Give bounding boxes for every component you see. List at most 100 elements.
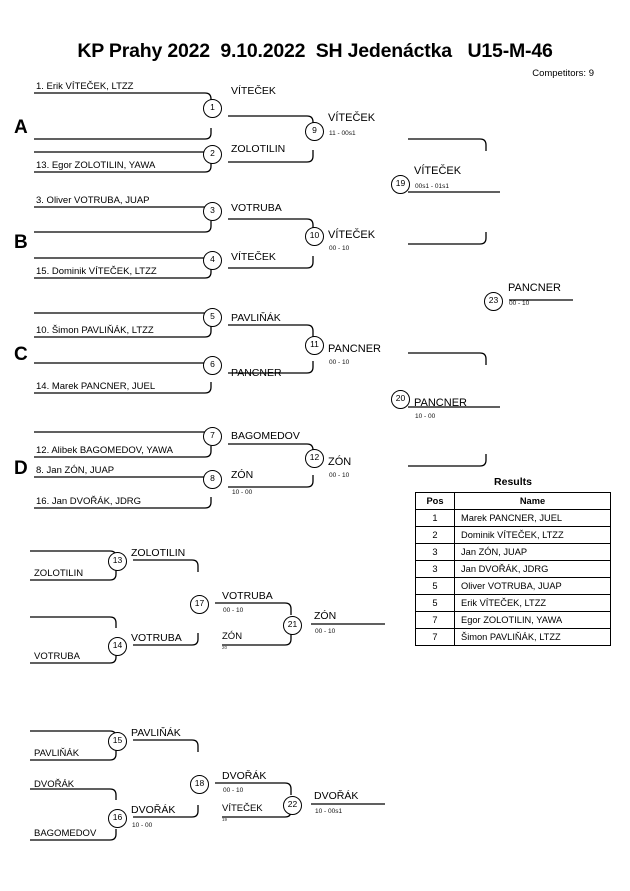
match-winner-23: PANCNER xyxy=(508,282,561,294)
match-number-3[interactable]: 3 xyxy=(203,202,222,221)
match-winner-15: PAVLIŇÁK xyxy=(131,727,181,739)
match-number-11[interactable]: 11 xyxy=(305,336,324,355)
result-position: 1 xyxy=(415,509,455,527)
match-number-20[interactable]: 20 xyxy=(391,390,410,409)
result-name: Jan ZÓN, JUAP xyxy=(454,543,611,561)
match-winner-11: PANCNER xyxy=(328,343,381,355)
match-score-12: 00 - 10 xyxy=(329,472,350,479)
match-score-19: 00s1 - 01s1 xyxy=(415,183,449,190)
group-label-c: C xyxy=(14,344,28,365)
group-label-a: A xyxy=(14,117,28,138)
result-position: 3 xyxy=(415,560,455,578)
results-title: Results xyxy=(494,476,532,488)
match-score-8: 10 - 00 xyxy=(232,489,253,496)
repechage-entry-13-lower: ZOLOTILIN xyxy=(34,568,84,579)
result-position: 2 xyxy=(415,526,455,544)
result-name: Marek PANCNER, JUEL xyxy=(454,509,611,527)
results-col-name: Name xyxy=(454,492,611,510)
result-position: 3 xyxy=(415,543,455,561)
match-number-5[interactable]: 5 xyxy=(203,308,222,327)
match-winner-21: ZÓN xyxy=(314,610,337,622)
repechage-entry-16-upper: DVOŘÁK xyxy=(34,779,75,790)
match-number-15[interactable]: 15 xyxy=(108,732,127,751)
seed-entry-12: 12. Alibek BAGOMEDOV, YAWA xyxy=(36,445,173,456)
match-number-10[interactable]: 10 xyxy=(305,227,324,246)
result-name: Egor ZOLOTILIN, YAWA xyxy=(454,611,611,629)
match-winner-22: DVOŘÁK xyxy=(314,790,359,802)
match-winner-10: VÍTEČEK xyxy=(328,229,376,241)
result-name: Oliver VOTRUBA, JUAP xyxy=(454,577,611,595)
match-number-18[interactable]: 18 xyxy=(190,775,209,794)
group-label-b: B xyxy=(14,232,28,253)
match-number-19[interactable]: 19 xyxy=(391,175,410,194)
match-number-9[interactable]: 9 xyxy=(305,122,324,141)
match-winner-8: ZÓN xyxy=(231,469,254,481)
seed-entry-3: 3. Oliver VOTRUBA, JUAP xyxy=(36,195,150,206)
match-winner-3: VOTRUBA xyxy=(231,202,282,214)
match-number-21[interactable]: 21 xyxy=(283,616,302,635)
seed-entry-15: 15. Dominik VÍTEČEK, LTZZ xyxy=(36,266,157,277)
seed-entry-13: 13. Egor ZOLOTILIN, YAWA xyxy=(36,160,156,171)
match-number-14[interactable]: 14 xyxy=(108,637,127,656)
result-position: 7 xyxy=(415,628,455,646)
match-winner-7: BAGOMEDOV xyxy=(231,430,300,442)
match-number-22[interactable]: 22 xyxy=(283,796,302,815)
match-winner-5: PAVLIŇÁK xyxy=(231,312,281,324)
seed-entry-8: 8. Jan ZÓN, JUAP xyxy=(36,465,115,476)
repechage-entry-17-lower: ZÓN xyxy=(222,631,243,642)
repechage-entry-14-lower: VOTRUBA xyxy=(34,651,80,662)
repechage-entry-18-lower: VÍTEČEK xyxy=(222,803,263,814)
match-score-22: 10 - 00s1 xyxy=(315,808,343,815)
match-winner-12: ZÓN xyxy=(328,456,352,468)
match-number-12[interactable]: 12 xyxy=(305,449,324,468)
match-number-16[interactable]: 16 xyxy=(108,809,127,828)
match-winner-6: PANCNER xyxy=(231,367,282,379)
match-winner-4: VÍTEČEK xyxy=(231,251,276,263)
match-number-1[interactable]: 1 xyxy=(203,99,222,118)
match-winner-2: ZOLOTILIN xyxy=(231,143,286,155)
match-score-18: 00 - 10 xyxy=(223,787,244,794)
repechage-entry-15-lower: PAVLIŇÁK xyxy=(34,748,80,759)
match-score-17: 00 - 10 xyxy=(223,607,244,614)
match-score-11: 00 - 10 xyxy=(329,359,350,366)
result-position: 7 xyxy=(415,611,455,629)
match-number-17[interactable]: 17 xyxy=(190,595,209,614)
group-label-d: D xyxy=(14,458,28,479)
match-score-21: 00 - 10 xyxy=(315,628,336,635)
repechage-feed-label-19: 19 xyxy=(222,817,228,822)
result-position: 5 xyxy=(415,594,455,612)
match-number-13[interactable]: 13 xyxy=(108,552,127,571)
match-score-16: 10 - 00 xyxy=(132,822,153,829)
match-number-4[interactable]: 4 xyxy=(203,251,222,270)
match-winner-14: VOTRUBA xyxy=(131,632,182,644)
match-number-7[interactable]: 7 xyxy=(203,427,222,446)
seed-entry-1: 1. Erik VÍTEČEK, LTZZ xyxy=(36,81,134,92)
match-score-23: 00 - 10 xyxy=(509,300,530,307)
match-winner-1: VÍTEČEK xyxy=(231,85,276,97)
match-number-8[interactable]: 8 xyxy=(203,470,222,489)
match-score-20: 10 - 00 xyxy=(415,413,436,420)
competitors-count: Competitors: 9 xyxy=(532,68,594,79)
match-winner-20: PANCNER xyxy=(414,397,467,409)
match-winner-16: DVOŘÁK xyxy=(131,804,176,816)
match-number-6[interactable]: 6 xyxy=(203,356,222,375)
results-col-pos: Pos xyxy=(415,492,455,510)
seed-entry-14: 14. Marek PANCNER, JUEL xyxy=(36,381,156,392)
result-position: 5 xyxy=(415,577,455,595)
match-winner-13: ZOLOTILIN xyxy=(131,547,186,559)
match-number-2[interactable]: 2 xyxy=(203,145,222,164)
repechage-feed-label-20: 20 xyxy=(222,645,228,650)
match-number-23[interactable]: 23 xyxy=(484,292,503,311)
result-name: Dominik VÍTEČEK, LTZZ xyxy=(454,526,611,544)
results-header-row: Pos Name xyxy=(415,492,611,510)
